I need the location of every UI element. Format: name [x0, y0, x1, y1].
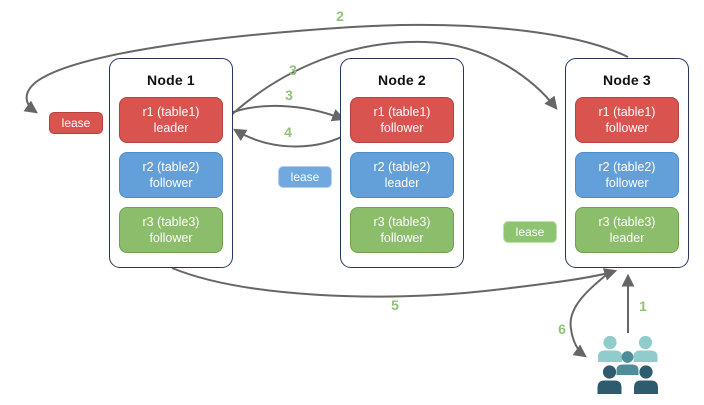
step-label-5: 5 [391, 297, 399, 313]
node-1: Node 1 r1 (table1) leader r2 (table2) fo… [109, 58, 233, 268]
replica-name: r2 (table2) [142, 159, 200, 174]
replica-name: r1 (table1) [142, 104, 200, 119]
arrow-step5-node1-to-node3 [171, 267, 618, 298]
node-3-replica-r1: r1 (table1) follower [575, 97, 679, 143]
node-1-replica-r2: r2 (table2) follower [119, 152, 223, 198]
replica-name: r1 (table1) [373, 104, 431, 119]
replica-name: r3 (table3) [373, 214, 431, 229]
arrow-step4-node2-to-node1 [232, 128, 350, 148]
replica-name: r2 (table2) [373, 159, 431, 174]
replica-name: r2 (table2) [598, 159, 656, 174]
replica-role: follower [380, 231, 424, 245]
step-label-1: 1 [639, 298, 647, 314]
replica-role: follower [605, 176, 649, 190]
step-label-3-to-node3: 3 [289, 62, 297, 78]
node-2-title: Node 2 [378, 72, 426, 88]
lease-tag-red: lease [49, 112, 103, 134]
step-label-3-to-node2: 3 [285, 87, 293, 103]
node-2: Node 2 r1 (table1) follower r2 (table2) … [340, 58, 464, 268]
replica-name: r3 (table3) [142, 214, 200, 229]
node-3-title: Node 3 [603, 72, 651, 88]
node-1-replica-r3: r3 (table3) follower [119, 207, 223, 253]
replica-name: r1 (table1) [598, 104, 656, 119]
replica-name: r3 (table3) [598, 214, 656, 229]
replica-role: follower [149, 176, 193, 190]
node-2-replica-r3: r3 (table3) follower [350, 207, 454, 253]
node-3-replica-r3: r3 (table3) leader [575, 207, 679, 253]
lease-tag-blue: lease [278, 166, 332, 188]
replica-role: leader [153, 121, 189, 135]
users-middle-person [616, 351, 639, 375]
arrow-step2-node3-to-lease [23, 23, 629, 114]
step-label-2: 2 [336, 8, 344, 24]
replica-role: follower [605, 121, 649, 135]
arrow-step6-node3-to-users [569, 270, 612, 358]
replica-role: follower [380, 121, 424, 135]
replica-role: leader [609, 231, 645, 245]
node-1-replica-r1: r1 (table1) leader [119, 97, 223, 143]
step-label-6: 6 [558, 321, 566, 337]
replica-role: follower [149, 231, 193, 245]
lease-tag-green: lease [503, 221, 557, 243]
step-label-4: 4 [284, 124, 292, 140]
node-3: Node 3 r1 (table1) follower r2 (table2) … [565, 58, 689, 268]
users-group-icon [597, 335, 658, 394]
arrow-step3-node1-to-node2 [227, 104, 346, 122]
arrow-step3-node1-to-node3 [227, 40, 558, 119]
users-back-row [598, 335, 658, 362]
users-front-row [597, 365, 658, 394]
node-1-title: Node 1 [147, 72, 195, 88]
node-3-replica-r2: r2 (table2) follower [575, 152, 679, 198]
node-2-replica-r1: r1 (table1) follower [350, 97, 454, 143]
replica-role: leader [384, 176, 420, 190]
node-2-replica-r2: r2 (table2) leader [350, 152, 454, 198]
